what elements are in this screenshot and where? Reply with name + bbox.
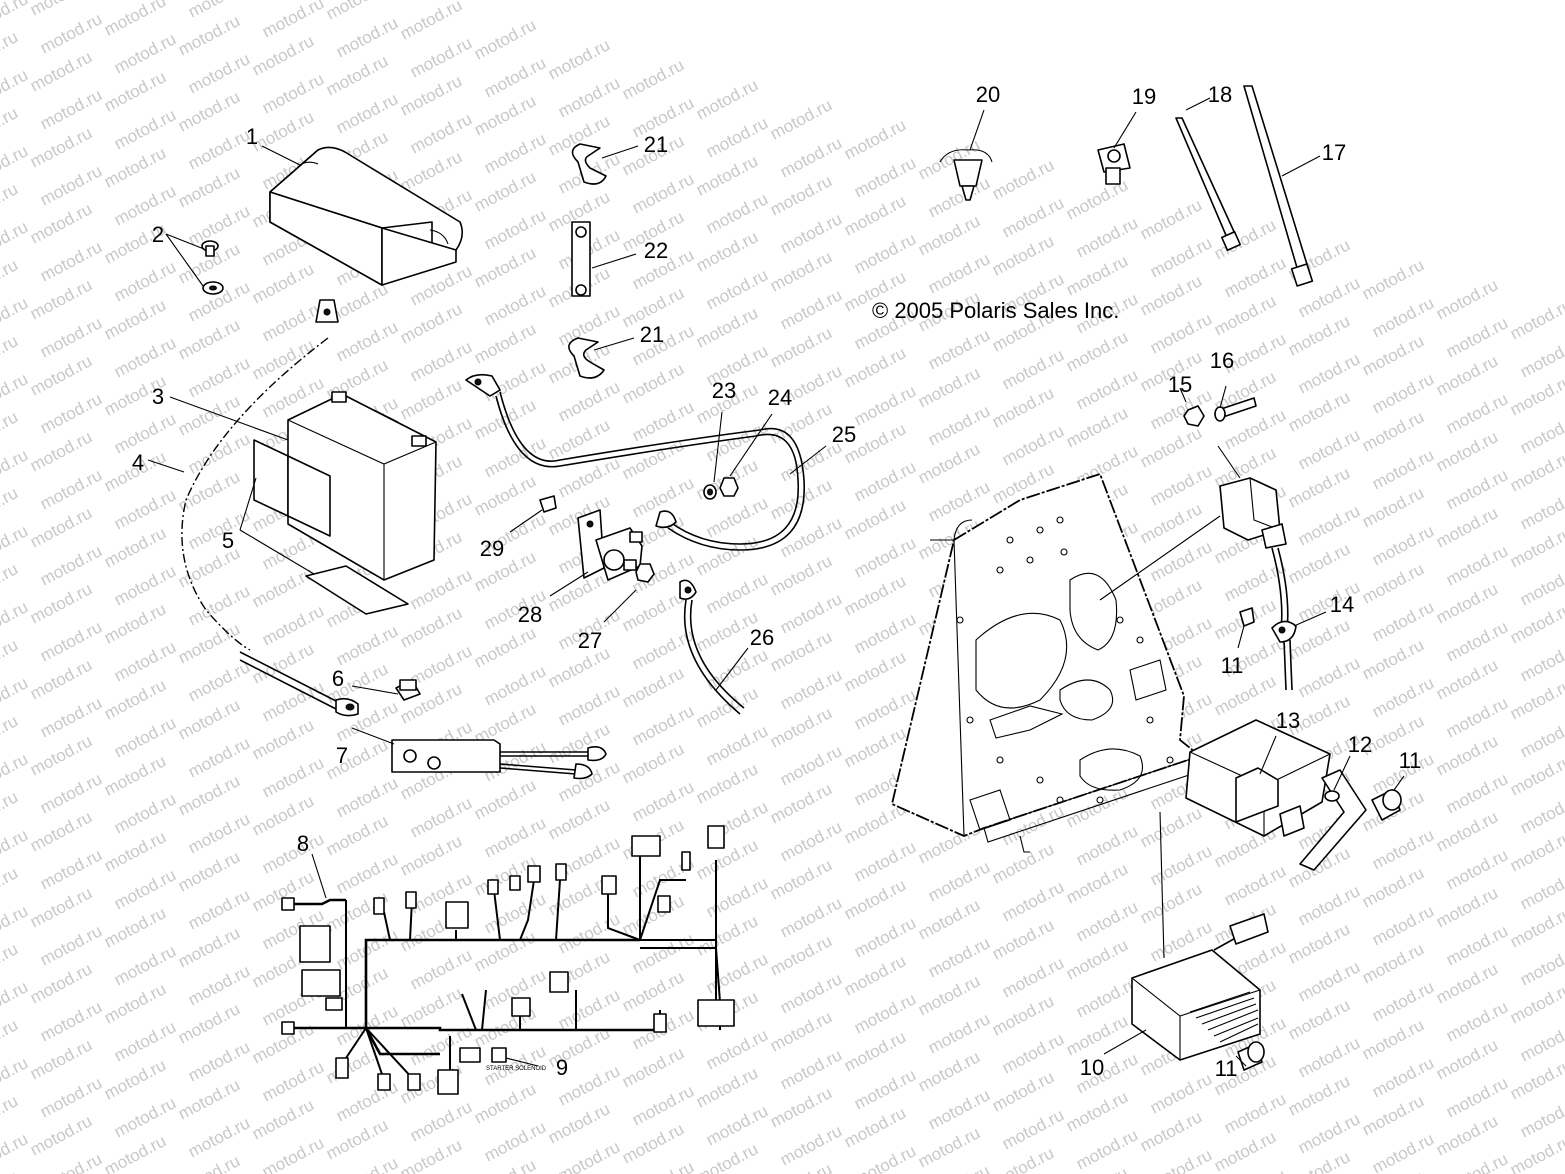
callout-23: 23: [712, 378, 736, 403]
callout-14: 14: [1330, 592, 1354, 617]
harness-tag: STARTER SOLENOID: [486, 1066, 547, 1072]
callout-11a: 11: [1221, 653, 1244, 678]
bus-bar: [391, 739, 607, 780]
starter-solenoid: [577, 509, 643, 581]
callout-1: 1: [246, 124, 258, 149]
copyright-notice: © 2005 Polaris Sales Inc.: [872, 298, 1119, 323]
callout-10: 10: [1080, 1055, 1104, 1080]
callout-22: 22: [644, 238, 668, 263]
callout-15: 15: [1168, 372, 1192, 397]
callout-19: 19: [1132, 84, 1156, 109]
callout-21a: 21: [644, 132, 668, 157]
callout-20: 20: [976, 82, 1000, 107]
cable-clip: [1097, 143, 1131, 185]
callout-5: 5: [222, 528, 234, 553]
callout-6: 6: [332, 666, 344, 691]
callout-24: 24: [768, 385, 792, 410]
callout-7: 7: [336, 743, 348, 768]
battery-bolt-nut: [201, 240, 224, 295]
cdi-module: [1185, 719, 1331, 837]
callout-11c: 11: [1215, 1056, 1238, 1081]
callout-13: 13: [1276, 708, 1300, 733]
battery-cover: [269, 146, 464, 286]
callout-28: 28: [518, 602, 542, 627]
callout-4: 4: [132, 450, 144, 475]
wiring-harness: STARTER SOLENOID: [281, 825, 735, 1095]
callout-29: 29: [480, 536, 504, 561]
mounting-plate: [890, 472, 1205, 853]
callout-3: 3: [152, 384, 164, 409]
callout-21b: 21: [640, 322, 664, 347]
voltage-regulator: [1131, 913, 1269, 1061]
callout-12: 12: [1348, 732, 1372, 757]
callout-2: 2: [152, 222, 164, 247]
callout-16: 16: [1210, 348, 1234, 373]
battery: [253, 391, 437, 581]
callout-26: 26: [750, 625, 774, 650]
callout-8: 8: [297, 831, 309, 856]
callout-17: 17: [1322, 140, 1346, 165]
callout-18: 18: [1208, 82, 1232, 107]
connector-module: [1219, 477, 1287, 549]
callout-25: 25: [832, 422, 856, 447]
callout-27: 27: [578, 628, 602, 653]
callout-11b: 11: [1399, 748, 1422, 773]
callout-9: 9: [556, 1055, 568, 1080]
push-clip: [939, 149, 993, 201]
